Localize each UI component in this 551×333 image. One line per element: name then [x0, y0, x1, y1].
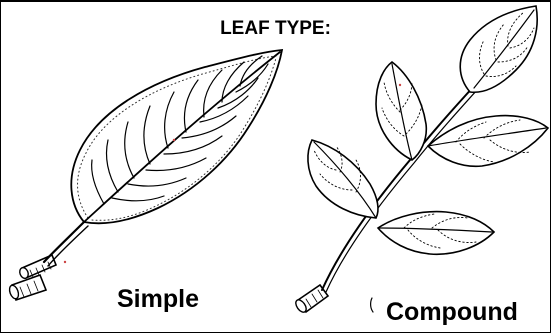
compound-label: Compound [386, 298, 518, 327]
simple-leaf-stem-cut [8, 255, 56, 300]
compound-leaf-icon [294, 6, 548, 314]
simple-leaf-icon [8, 50, 282, 300]
simple-label: Simple [117, 285, 199, 314]
